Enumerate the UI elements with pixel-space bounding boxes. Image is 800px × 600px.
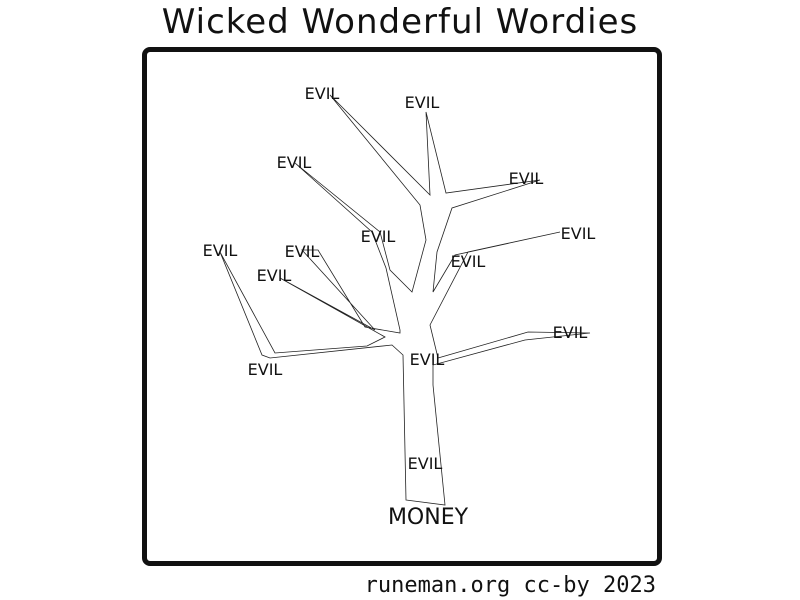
label-evil: EVIL xyxy=(248,360,283,379)
label-evil: EVIL xyxy=(305,84,340,103)
root-label-money: MONEY xyxy=(388,505,469,530)
label-evil: EVIL xyxy=(561,224,596,243)
label-evil: EVIL xyxy=(361,227,396,246)
label-evil: EVIL xyxy=(410,350,445,369)
label-evil: EVIL xyxy=(509,169,544,188)
label-evil: EVIL xyxy=(451,252,486,271)
label-evil: EVIL xyxy=(277,153,312,172)
label-evil: EVIL xyxy=(553,323,588,342)
credit-line: runeman.org cc-by 2023 xyxy=(364,573,656,598)
branch-labels: EVIL EVIL EVIL EVIL EVIL EVIL EVIL EVIL … xyxy=(203,84,596,473)
label-evil: EVIL xyxy=(408,454,443,473)
label-evil: EVIL xyxy=(203,241,238,260)
comic-title: Wicked Wonderful Wordies xyxy=(161,2,639,42)
tree-outline xyxy=(219,94,591,506)
label-evil: EVIL xyxy=(257,266,292,285)
label-evil: EVIL xyxy=(405,93,440,112)
label-evil: EVIL xyxy=(285,242,320,261)
